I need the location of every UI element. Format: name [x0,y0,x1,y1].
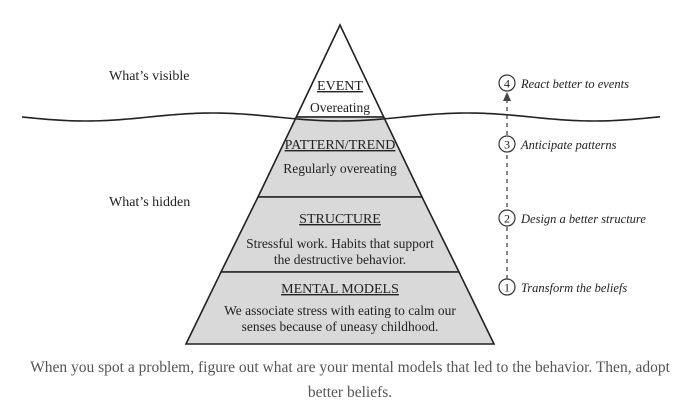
structure-title: STRUCTURE [299,212,381,227]
mental-models-tier [184,271,496,345]
step-2-circle [498,209,516,227]
step-3-number: 3 [504,138,510,152]
mental-models-description-line-2: senses because of uneasy childhood. [242,319,439,334]
event-description: Overeating [310,100,370,115]
diagram-canvas: What’s visible What’s hidden EVENT Overe… [21,23,661,345]
mental-models-description-line-1: We associate stress with eating to calm … [224,303,456,318]
step-1-circle [498,278,516,296]
structure-description-line-1: Stressful work. Habits that support [246,236,434,251]
step-4-label: React better to events [520,77,629,91]
step-1-number: 1 [504,281,510,295]
step-2-number: 2 [504,212,510,226]
caption: When you spot a problem, figure out what… [30,359,670,401]
step-2-label: Design a better structure [520,212,646,226]
event-title: EVENT [317,79,363,94]
step-4-number: 4 [504,77,510,91]
whats-hidden-label: What’s hidden [109,195,190,210]
pattern-tier [256,116,424,198]
step-3-circle [498,135,516,153]
pattern-title: PATTERN/TREND [285,138,396,153]
pattern-description: Regularly overeating [283,161,397,176]
waterline [21,112,661,122]
structure-description-line-2: the destructive behavior. [274,252,406,267]
arrow-head-icon [503,92,511,101]
mental-models-title: MENTAL MODELS [281,282,399,297]
step-3-label: Anticipate patterns [520,138,617,152]
step-4-circle [498,74,516,92]
whats-visible-label: What’s visible [109,69,190,84]
step-1-label: Transform the beliefs [521,281,627,295]
